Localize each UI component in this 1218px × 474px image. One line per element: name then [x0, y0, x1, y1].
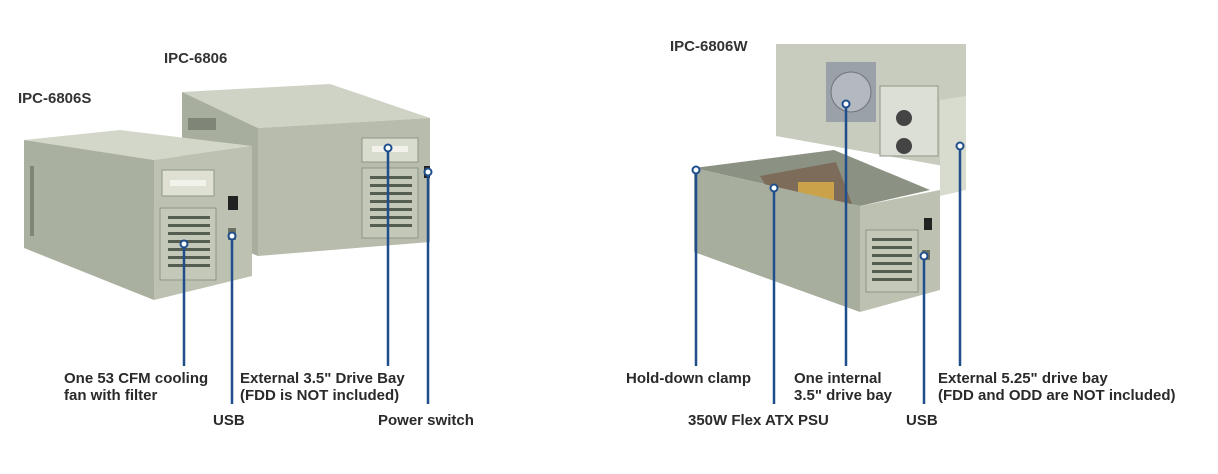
- drive525-callout-line1: External 5.25" drive bay: [938, 370, 1108, 387]
- drive35-callout-line1: External 3.5" Drive Bay: [240, 370, 405, 387]
- internal-bay-callout-line2: 3.5" drive bay: [794, 387, 892, 404]
- fan-callout: One 53 CFM cooling fan with filter: [64, 370, 208, 404]
- power-switch-callout: Power switch: [378, 412, 474, 429]
- internal-bay-callout-line1: One internal: [794, 370, 882, 387]
- drive35-callout-line2: (FDD is NOT included): [240, 387, 400, 404]
- hold-down-clamp-callout: Hold-down clamp: [626, 370, 751, 387]
- fan-callout-line1: One 53 CFM cooling: [64, 370, 209, 387]
- fan-callout-line2: fan with filter: [64, 387, 158, 404]
- usb-callout-right: USB: [906, 412, 938, 429]
- drive525-callout: External 5.25" drive bay (FDD and ODD ar…: [938, 370, 1176, 404]
- ipc-6806w-chassis: [694, 44, 966, 312]
- ipc-6806s-chassis: [24, 130, 252, 300]
- model-ipc-6806w: IPC-6806W: [670, 38, 748, 55]
- psu-callout: 350W Flex ATX PSU: [688, 412, 829, 429]
- leader-dots: [179, 99, 965, 261]
- model-ipc-6806: IPC-6806: [164, 50, 228, 67]
- usb-callout-left: USB: [213, 412, 245, 429]
- drive525-callout-line2: (FDD and ODD are NOT included): [938, 387, 1176, 404]
- leader-lines: [182, 104, 962, 404]
- model-ipc-6806s: IPC-6806S: [18, 90, 92, 107]
- drive35-callout: External 3.5" Drive Bay (FDD is NOT incl…: [240, 370, 405, 404]
- internal-bay-callout: One internal 3.5" drive bay: [794, 370, 892, 404]
